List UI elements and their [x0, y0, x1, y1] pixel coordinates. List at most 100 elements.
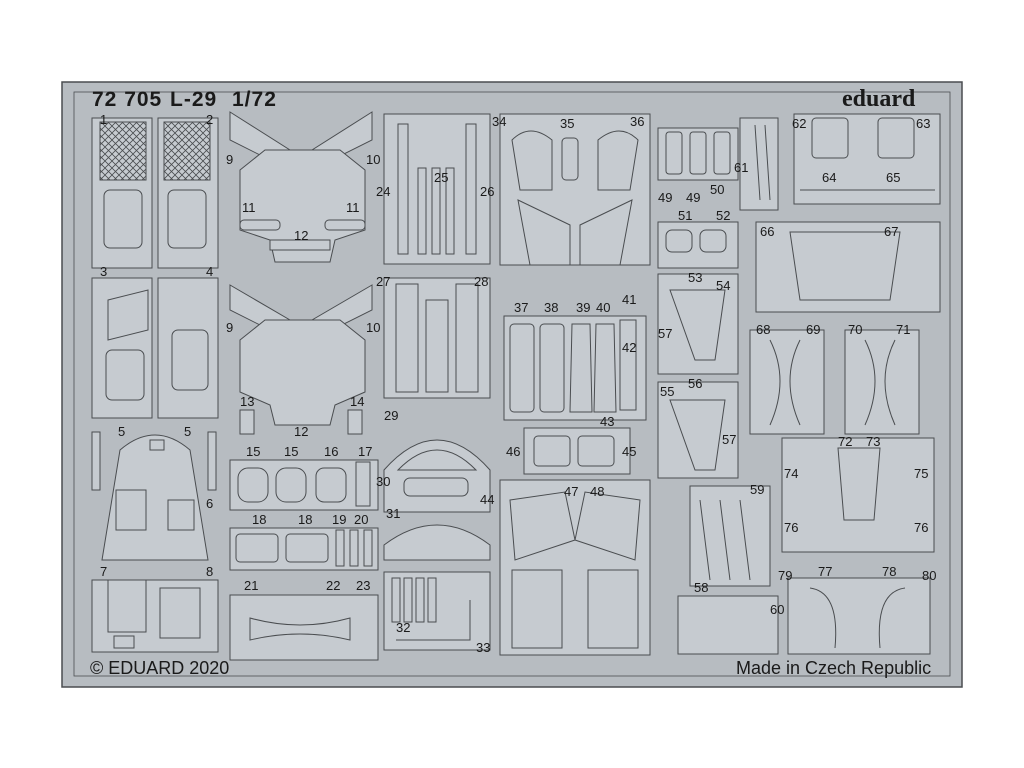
- part-group-21-23: [229, 594, 379, 661]
- part-number: 31: [386, 506, 400, 521]
- part-number: 12: [294, 228, 308, 243]
- part-number: 13: [240, 394, 254, 409]
- part-group-53-57: [657, 273, 739, 375]
- part-number: 50: [710, 182, 724, 197]
- part-number: 10: [366, 152, 380, 167]
- part-number: 30: [376, 474, 390, 489]
- part-number: 18: [252, 512, 266, 527]
- part-number: 49: [686, 190, 700, 205]
- part-number: 9: [226, 152, 233, 167]
- part-number: 21: [244, 578, 258, 593]
- part-number: 75: [914, 466, 928, 481]
- brand-logo: eduard: [842, 86, 916, 112]
- part-group-37-42: [503, 315, 647, 421]
- part-number: 1: [100, 112, 107, 127]
- part-group-66-67: [755, 221, 941, 313]
- part-number: 45: [622, 444, 636, 459]
- product-code: 72 705: [92, 88, 163, 111]
- model-scale: 1/72: [232, 88, 277, 111]
- part-number: 5: [184, 424, 191, 439]
- part-group-1-2: [91, 117, 219, 269]
- part-number: 35: [560, 116, 574, 131]
- part-number: 48: [590, 484, 604, 499]
- part-number: 23: [356, 578, 370, 593]
- part-number: 46: [506, 444, 520, 459]
- part-number: 39: [576, 300, 590, 315]
- part-number: 66: [760, 224, 774, 239]
- part-group-31: [383, 524, 491, 561]
- part-number: 19: [332, 512, 346, 527]
- part-group-9-14-bottom: [229, 284, 373, 435]
- part-number: 8: [206, 564, 213, 579]
- part-group-62-65: [793, 113, 941, 205]
- part-number: 79: [778, 568, 792, 583]
- part-number: 3: [100, 264, 107, 279]
- part-number: 57: [658, 326, 672, 341]
- part-number: 59: [750, 482, 764, 497]
- part-group-58-60: [677, 485, 779, 655]
- part-group-18-20: [229, 527, 379, 571]
- part-number: 27: [376, 274, 390, 289]
- part-number: 37: [514, 300, 528, 315]
- part-group-77-80: [787, 577, 931, 655]
- part-number: 9: [226, 320, 233, 335]
- part-number: 26: [480, 184, 494, 199]
- part-group-29-30: [383, 439, 491, 513]
- part-number: 73: [866, 434, 880, 449]
- part-number: 28: [474, 274, 488, 289]
- part-number: 36: [630, 114, 644, 129]
- aircraft-model: L-29: [170, 88, 218, 111]
- part-number: 57: [722, 432, 736, 447]
- part-number: 70: [848, 322, 862, 337]
- part-group-7-8: [91, 579, 219, 653]
- part-number: 54: [716, 278, 730, 293]
- part-number: 49: [658, 190, 672, 205]
- part-number: 58: [694, 580, 708, 595]
- part-group-5-6: [91, 431, 217, 561]
- part-number: 15: [246, 444, 260, 459]
- part-number: 67: [884, 224, 898, 239]
- part-number: 65: [886, 170, 900, 185]
- part-number: 43: [600, 414, 614, 429]
- part-number: 53: [688, 270, 702, 285]
- part-number: 51: [678, 208, 692, 223]
- part-number: 68: [756, 322, 770, 337]
- part-number: 56: [688, 376, 702, 391]
- part-number: 12: [294, 424, 308, 439]
- part-number: 55: [660, 384, 674, 399]
- part-group-68-71: [749, 329, 920, 435]
- part-group-32-33: [383, 571, 491, 651]
- part-group-34-36: [499, 113, 651, 266]
- part-number-labels: 1 2 3 4 5 5 6 7 8 9 10 9 10 11 11 12 13 …: [100, 112, 936, 655]
- part-number: 47: [564, 484, 578, 499]
- part-number: 10: [366, 320, 380, 335]
- part-number: 72: [838, 434, 852, 449]
- part-number: 60: [770, 602, 784, 617]
- part-group-15-17: [229, 459, 379, 511]
- part-number: 80: [922, 568, 936, 583]
- part-group-43-46: [523, 427, 631, 475]
- copyright-notice: © EDUARD 2020: [90, 658, 230, 678]
- part-number: 42: [622, 340, 636, 355]
- part-number: 76: [784, 520, 798, 535]
- part-group-72-76: [781, 437, 935, 553]
- part-group-44-48: [499, 479, 651, 656]
- fret-inner-border: [73, 91, 951, 677]
- part-number: 22: [326, 578, 340, 593]
- part-number: 44: [480, 492, 494, 507]
- part-number: 4: [206, 264, 213, 279]
- part-number: 24: [376, 184, 390, 199]
- part-number: 11: [346, 200, 360, 215]
- part-number: 29: [384, 408, 398, 423]
- part-number: 64: [822, 170, 836, 185]
- part-number: 62: [792, 116, 806, 131]
- part-group-61: [739, 117, 779, 211]
- part-number: 5: [118, 424, 125, 439]
- part-number: 63: [916, 116, 930, 131]
- part-group-51-52: [657, 221, 739, 269]
- part-number: 69: [806, 322, 820, 337]
- part-number: 25: [434, 170, 448, 185]
- part-number: 6: [206, 496, 213, 511]
- part-group-55-57: [657, 381, 739, 479]
